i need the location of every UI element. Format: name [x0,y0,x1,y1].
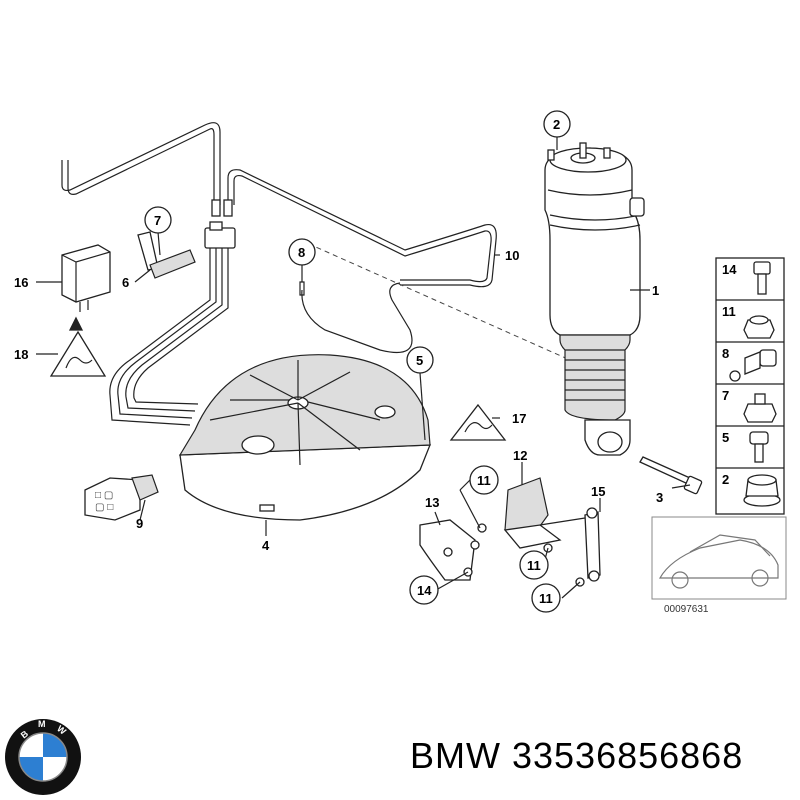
callout-circle-11a [469,465,499,495]
callout-circle-11c [531,583,561,613]
fitting-icon [729,349,777,382]
label-10: 10 [505,248,519,263]
callout-circle-2 [543,110,571,138]
air-lines [61,122,571,426]
label-11a: 11 [477,473,491,488]
svg-text:B: B [19,728,31,740]
label-14: 14 [417,583,432,598]
nut-icon [743,315,775,339]
label-2: 2 [553,117,560,132]
bracket [137,231,196,279]
panel-label-2: 2 [722,472,729,487]
panel-label-7: 7 [722,388,729,403]
bolt [639,456,703,495]
air-strut [544,142,645,456]
connector-plug: □ ▢ ▢ □ [84,474,159,521]
label-13: 13 [425,495,439,510]
label-11b: 11 [527,558,541,573]
label-15: 15 [591,484,605,499]
panel-label-8: 8 [722,346,729,361]
small-parts-panel: 14 11 8 7 5 2 [715,257,785,515]
callout-circle-11b [519,550,549,580]
link-rod [584,507,601,582]
label-5: 5 [416,353,423,368]
label-4: 4 [262,538,270,553]
label-11c: 11 [539,591,553,606]
brand-part-number: BMW 33536856868 [410,735,744,776]
svg-text:□ ▢: □ ▢ [95,490,113,501]
label-17: 17 [512,411,526,426]
leader-lines [36,136,691,599]
hex-nut-icon [743,393,777,423]
valve-connector [204,199,236,249]
callout-circle-7 [144,206,172,234]
label-6: 6 [122,275,129,290]
image-code: 00097631 [664,604,709,615]
label-16: 16 [14,275,28,290]
sensor-bracket [419,519,476,581]
label-18: 18 [14,347,28,362]
label-7: 7 [154,213,161,228]
vehicle-thumbnail: 00097631 [651,516,787,615]
label-9: 9 [136,516,143,531]
height-sensor [503,477,586,549]
callout-circle-5 [406,346,434,374]
warning-label-17 [449,403,507,441]
callout-circle-14 [409,575,439,605]
panel-label-5: 5 [722,430,729,445]
label-8: 8 [298,245,305,260]
label-12: 12 [513,448,527,463]
bmw-logo: B M W [5,719,81,795]
label-3: 3 [656,490,663,505]
label-1: 1 [652,283,659,298]
callout-circle-8 [288,238,316,266]
panel-label-14: 14 [722,262,737,277]
warning-label-18 [49,330,107,377]
svg-text:▢ □: ▢ □ [95,502,113,513]
callout-labels: 1 2 3 4 5 6 7 8 9 10 11 11 11 12 13 14 1… [14,110,663,613]
bolt-icon [749,431,769,463]
panel-label-11: 11 [722,304,736,319]
relay [61,244,111,331]
collar-nut-icon [743,474,781,507]
svg-text:M: M [38,719,46,729]
screw-icon [753,261,771,295]
air-reservoir [178,354,431,521]
